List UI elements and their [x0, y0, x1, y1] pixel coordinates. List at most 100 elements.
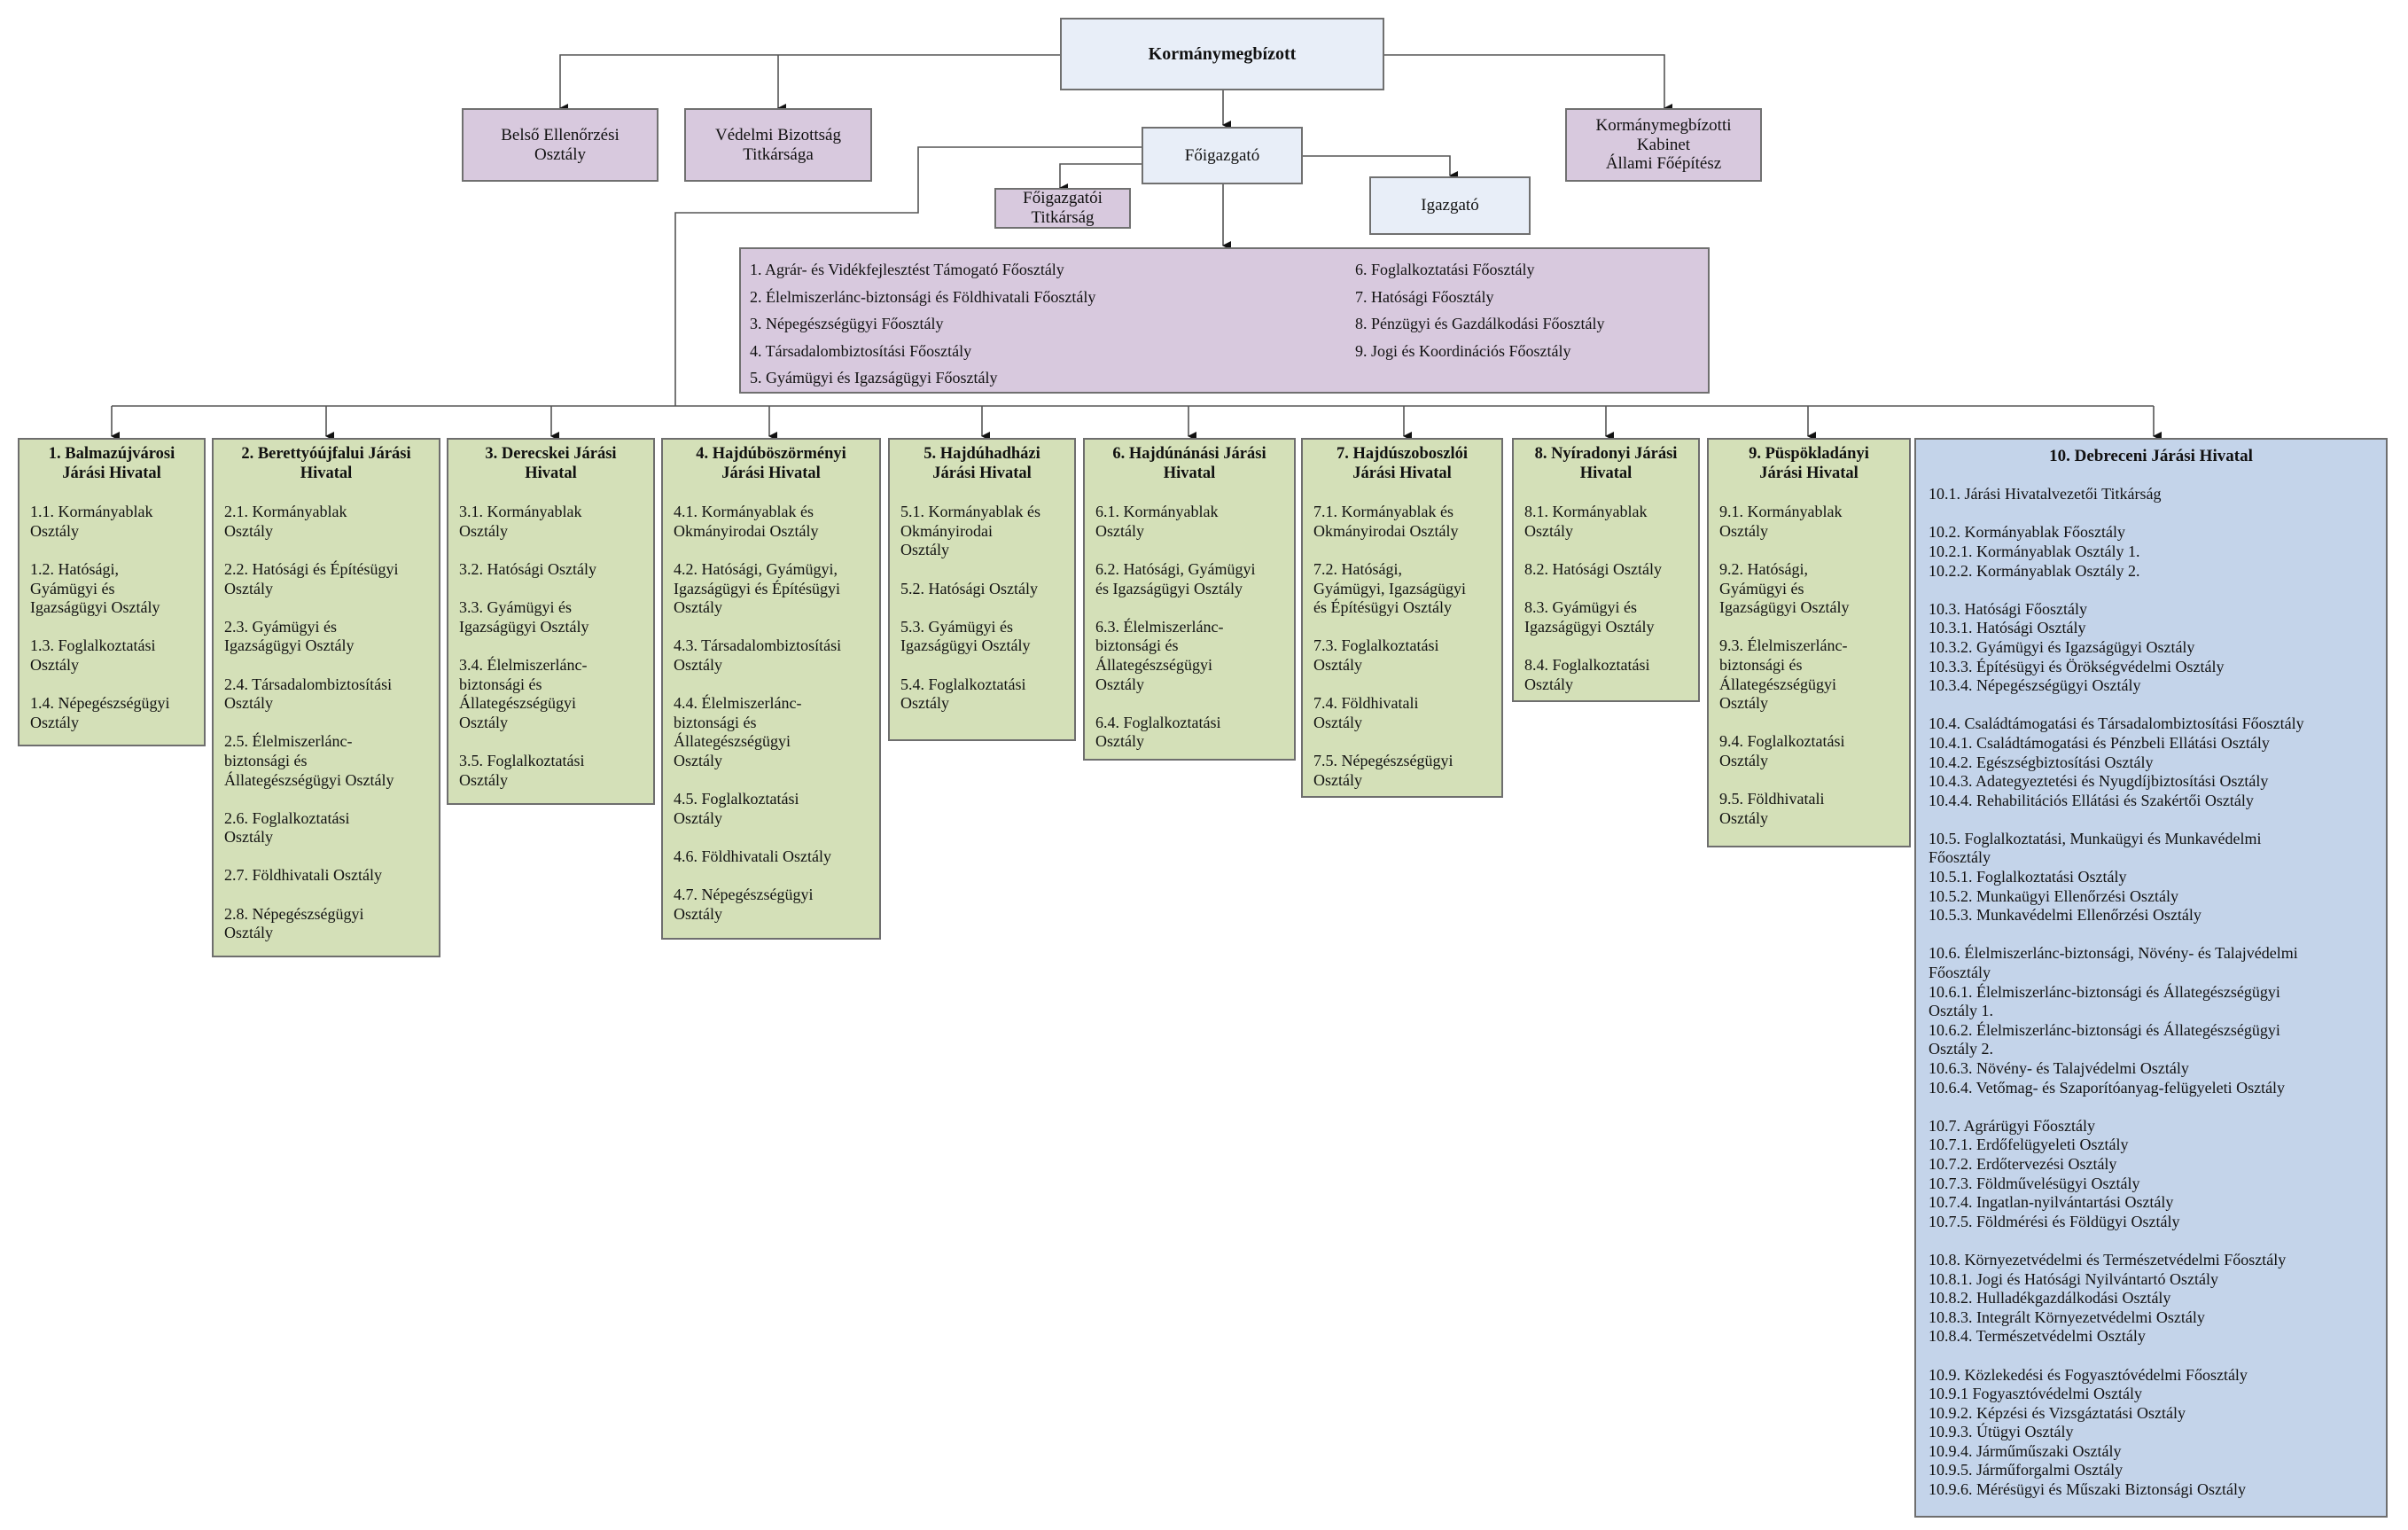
- office-unit-line: 3.2. Hatósági Osztály: [459, 559, 596, 578]
- internal-audit-line1: Belső Ellenőrzési: [501, 125, 620, 144]
- departments-left-column: 1. Agrár- és Vidékfejlesztést Támogató F…: [750, 256, 1095, 392]
- office-unit-line: 7.3. Foglalkoztatási: [1313, 636, 1439, 655]
- office-unit-line: 7.2. Hatósági,: [1313, 559, 1402, 578]
- office-unit-line: 4.3. Társadalombiztosítási: [674, 636, 842, 655]
- debrecen-unit-line: 10.7.3. Földművelésügyi Osztály: [1929, 1174, 2140, 1192]
- director-box: Igazgató: [1369, 176, 1531, 235]
- debrecen-unit-line: 10.7.2. Erdőtervezési Osztály: [1929, 1154, 2117, 1173]
- debrecen-unit-line: 10.7.4. Ingatlan-nyilvántartási Osztály: [1929, 1193, 2174, 1212]
- departments-box: 1. Agrár- és Vidékfejlesztést Támogató F…: [739, 247, 1710, 394]
- office-unit-line: 4.4. Élelmiszerlánc-: [674, 694, 802, 713]
- office-title-line: 5. Hajdúhadházi: [923, 445, 1040, 463]
- debrecen-unit-line: 10.9.2. Képzési és Vizsgáztatási Osztály: [1929, 1403, 2186, 1422]
- debrecen-unit-line: 10.6. Élelmiszerlánc-biztonsági, Növény-…: [1929, 944, 2298, 963]
- office-unit-line: Igazságügyi Osztály: [30, 598, 160, 617]
- office-unit-line: 9.3. Élelmiszerlánc-: [1719, 636, 1848, 655]
- debrecen-unit-line: 10.7.1. Erdőfelügyeleti Osztály: [1929, 1136, 2129, 1154]
- debrecen-unit-line: Osztály 1.: [1929, 1002, 1993, 1020]
- office-unit: 4.6. Földhivatali Osztály: [674, 847, 869, 867]
- office-unit-line: Osztály: [30, 655, 79, 674]
- debrecen-unit-group: 10.4. Családtámogatási és Társadalombizt…: [1929, 714, 2373, 810]
- office-unit-line: 2.6. Foglalkoztatási: [224, 808, 350, 827]
- debrecen-unit-line: Főosztály: [1929, 848, 1991, 867]
- debrecen-unit-line: 10.8.4. Természetvédelmi Osztály: [1929, 1327, 2146, 1346]
- debrecen-unit-line: 10.3.4. Népegészségügyi Osztály: [1929, 676, 2141, 695]
- debrecen-unit-group: 10.8. Környezetvédelmi és Természetvédel…: [1929, 1251, 2373, 1347]
- debrecen-unit-line: 10.4.3. Adategyeztetési és Nyugdíjbiztos…: [1929, 772, 2269, 791]
- office-title-line: Járási Hivatal: [721, 464, 821, 482]
- debrecen-unit-line: 10.4.1. Családtámogatási és Pénzbeli Ell…: [1929, 733, 2270, 752]
- office-unit-line: 3.5. Foglalkoztatási: [459, 751, 585, 769]
- office-unit: 8.2. Hatósági Osztály: [1524, 560, 1687, 580]
- office-unit: 3.2. Hatósági Osztály: [459, 560, 643, 580]
- office-unit-line: Osztály: [900, 694, 949, 713]
- debrecen-unit-line: 10.7. Agrárügyi Főosztály: [1929, 1116, 2095, 1135]
- debrecen-unit-line: 10.3.3. Építésügyi és Örökségvédelmi Osz…: [1929, 657, 2225, 675]
- office-unit-line: Igazságügyi és Építésügyi: [674, 579, 840, 597]
- office-unit-line: Osztály: [459, 521, 508, 540]
- office-unit: 2.7. Földhivatali Osztály: [224, 866, 428, 886]
- internal-audit-line2: Osztály: [534, 144, 587, 164]
- office-unit-line: 8.4. Foglalkoztatási: [1524, 655, 1650, 674]
- office-title-line: 8. Nyíradonyi Járási: [1534, 445, 1678, 463]
- office-unit-line: Osztály: [30, 521, 79, 540]
- debrecen-unit-line: 10.4.4. Rehabilitációs Ellátási és Szaké…: [1929, 791, 2254, 809]
- office-title-line: Járási Hivatal: [1759, 464, 1859, 482]
- office-unit-line: 9.5. Földhivatali: [1719, 790, 1825, 808]
- office-unit-line: Osztály: [1719, 751, 1768, 769]
- debrecen-unit-line: 10.8.2. Hulladékgazdálkodási Osztály: [1929, 1289, 2171, 1308]
- office-unit-line: Osztály: [1719, 808, 1768, 827]
- office-unit-line: 3.4. Élelmiszerlánc-: [459, 655, 588, 674]
- debrecen-unit-line: 10.8. Környezetvédelmi és Természetvédel…: [1929, 1250, 2287, 1268]
- office-unit-line: Osztály: [1524, 521, 1573, 540]
- office-unit-line: 5.1. Kormányablak és: [900, 503, 1040, 521]
- office-unit-line: Osztály: [674, 751, 722, 769]
- office-unit-line: 1.3. Foglalkoztatási: [30, 636, 156, 655]
- office-unit-line: Igazságügyi Osztály: [224, 636, 355, 655]
- office-unit-line: 2.5. Élelmiszerlánc-: [224, 732, 353, 751]
- debrecen-unit-line: 10.2. Kormányablak Főosztály: [1929, 523, 2125, 542]
- office-unit-line: 4.5. Foglalkoztatási: [674, 790, 799, 808]
- office-unit-line: Állategészségügyi: [1095, 655, 1212, 674]
- office-unit-line: Osztály: [1719, 521, 1768, 540]
- office-unit-line: 3.3. Gyámügyi és: [459, 598, 572, 617]
- governor-label: Kormánymegbízott: [1148, 43, 1297, 64]
- office-unit-line: 5.3. Gyámügyi és: [900, 617, 1013, 636]
- office-debrecen: 10. Debreceni Járási Hivatal 10.1. Járás…: [1914, 438, 2388, 1518]
- debrecen-unit-line: 10.2.2. Kormányablak Osztály 2.: [1929, 561, 2140, 580]
- debrecen-unit-line: 10.6.4. Vetőmag- és Szaporítóanyag-felüg…: [1929, 1078, 2286, 1097]
- office-unit-line: 7.5. Népegészségügyi: [1313, 751, 1453, 769]
- office-unit-line: Okmányirodai Osztály: [1313, 521, 1459, 540]
- director-general-label: Főigazgató: [1184, 145, 1260, 165]
- office-unit-line: 6.4. Foglalkoztatási: [1095, 713, 1221, 731]
- office-unit-line: Okmányirodai: [900, 521, 993, 540]
- office-unit-line: 7.1. Kormányablak és: [1313, 503, 1453, 521]
- debrecen-unit-line: 10.5.1. Foglalkoztatási Osztály: [1929, 868, 2127, 886]
- office-unit-line: 2.8. Népegészségügyi: [224, 904, 364, 923]
- office-unit-line: Osztály: [224, 579, 273, 597]
- debrecen-unit-line: 10.7.5. Földmérési és Földügyi Osztály: [1929, 1212, 2180, 1230]
- director-general-box: Főigazgató: [1142, 127, 1303, 184]
- office-unit-line: Osztály: [1719, 694, 1768, 713]
